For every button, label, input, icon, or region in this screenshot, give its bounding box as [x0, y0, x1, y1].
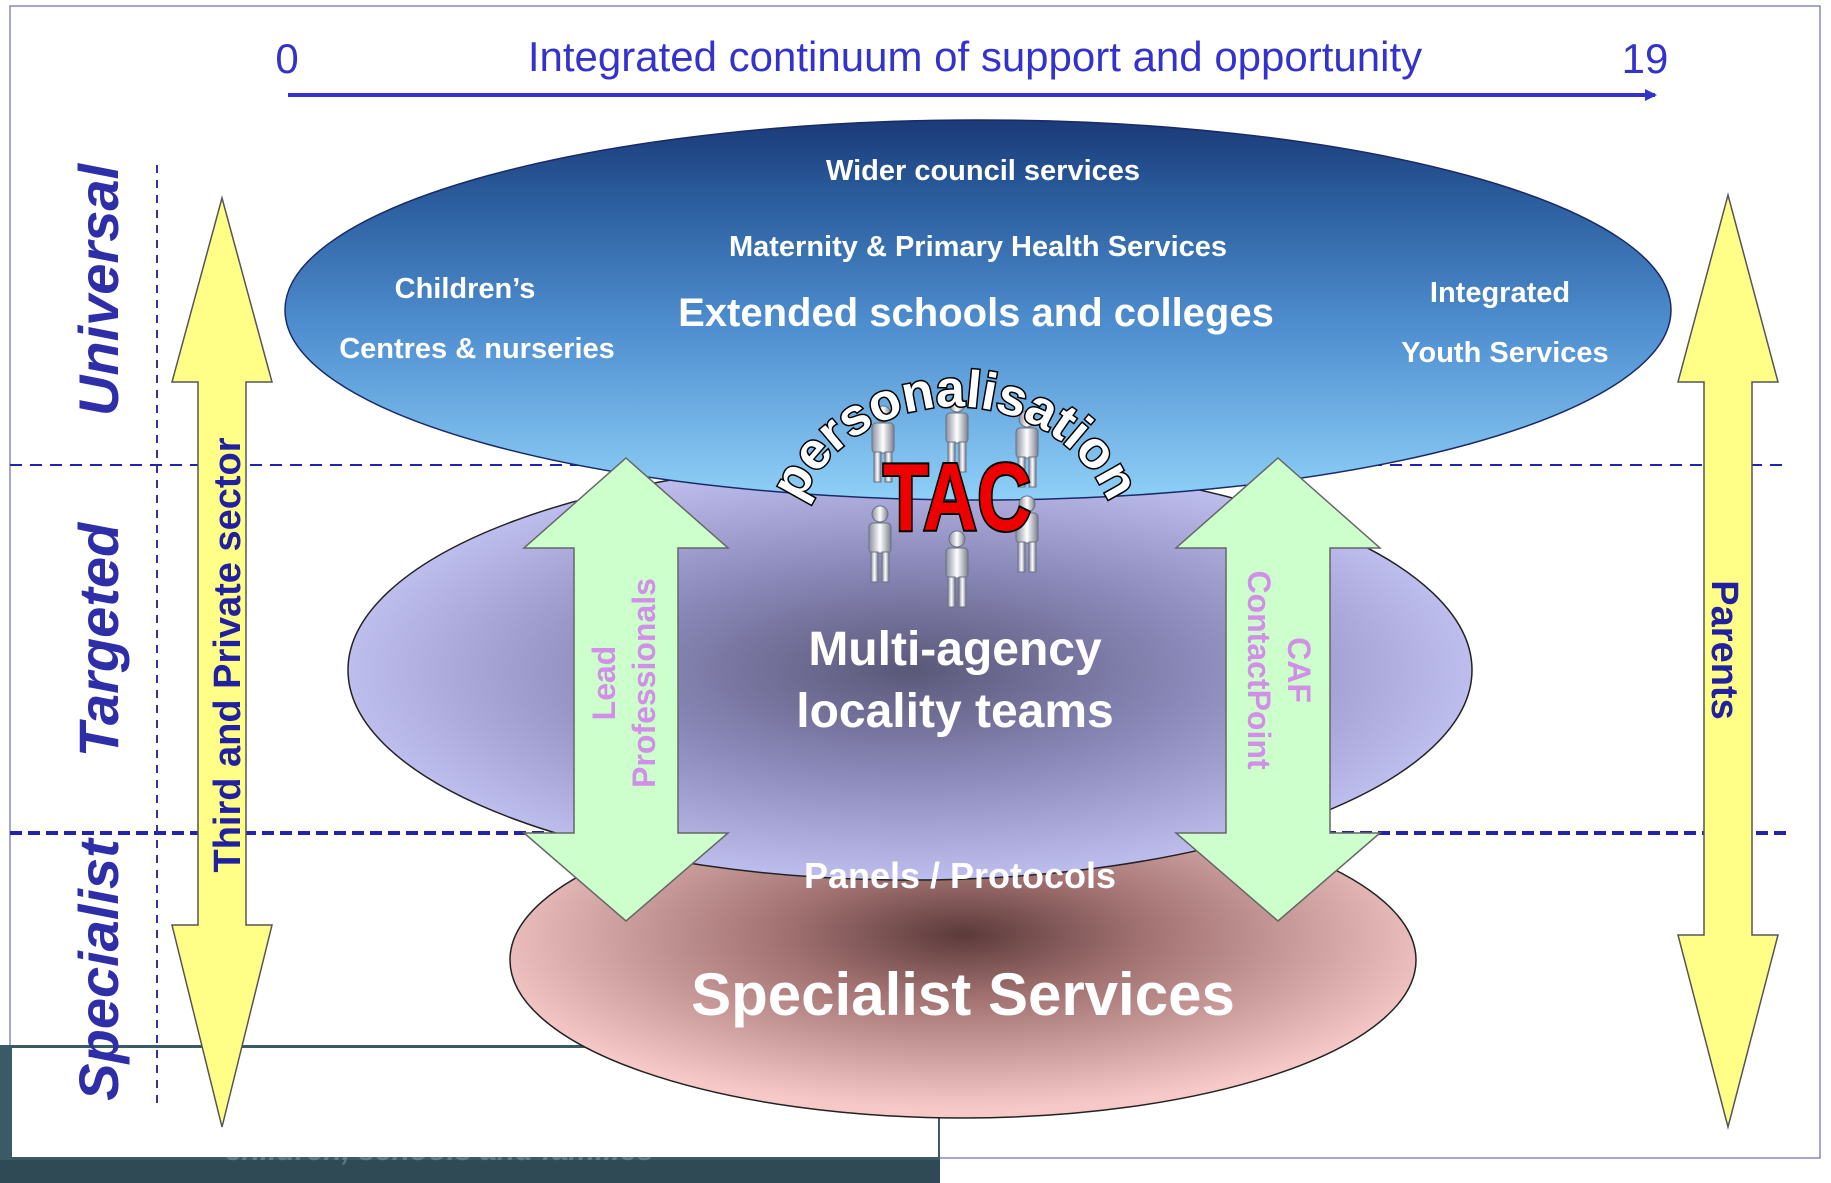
tier-universal-label: Universal [67, 162, 130, 416]
universal-ellipse [284, 119, 1672, 501]
multi-agency-line1: Multi-agency [808, 623, 1102, 676]
childrens-centres-line1: Children’s [395, 273, 536, 305]
axis-end-label: 19 [1622, 35, 1669, 82]
panels-protocols: Panels / Protocols [804, 855, 1116, 896]
footer-band-strip [0, 1160, 940, 1183]
integrated-youth-line1: Integrated [1430, 277, 1570, 309]
integrated-youth-line2: Youth Services [1401, 337, 1608, 369]
third-private-sector-label: Third and Private sector [207, 437, 249, 872]
parents-label: Parents [1703, 580, 1745, 719]
specialist-services-title: Specialist Services [691, 961, 1235, 1028]
contactpoint-label: ContactPoint [1241, 570, 1277, 769]
tier-targeted-label: Targeted [67, 521, 130, 757]
axis-start-label: 0 [275, 35, 298, 82]
wider-council-services: Wider council services [826, 155, 1140, 187]
lead-professionals-arrow [521, 456, 731, 922]
extended-schools: Extended schools and colleges [678, 291, 1274, 335]
multi-agency-line2: locality teams [796, 685, 1113, 738]
parents-arrow [1677, 192, 1779, 1130]
lead-professionals-line2: Professionals [626, 578, 662, 788]
caf-label: CAF [1281, 637, 1317, 703]
third-private-sector-arrow [171, 195, 273, 1128]
tac-label: TAC [883, 444, 1031, 551]
childrens-centres-line2: Centres & nurseries [339, 333, 615, 365]
lead-professionals-line1: Lead [586, 646, 622, 721]
caf-contactpoint-arrow [1173, 456, 1383, 922]
maternity-primary-health: Maternity & Primary Health Services [729, 231, 1227, 263]
tier-specialist-label: Specialist [67, 837, 130, 1101]
axis-title: Integrated continuum of support and oppo… [528, 33, 1422, 80]
